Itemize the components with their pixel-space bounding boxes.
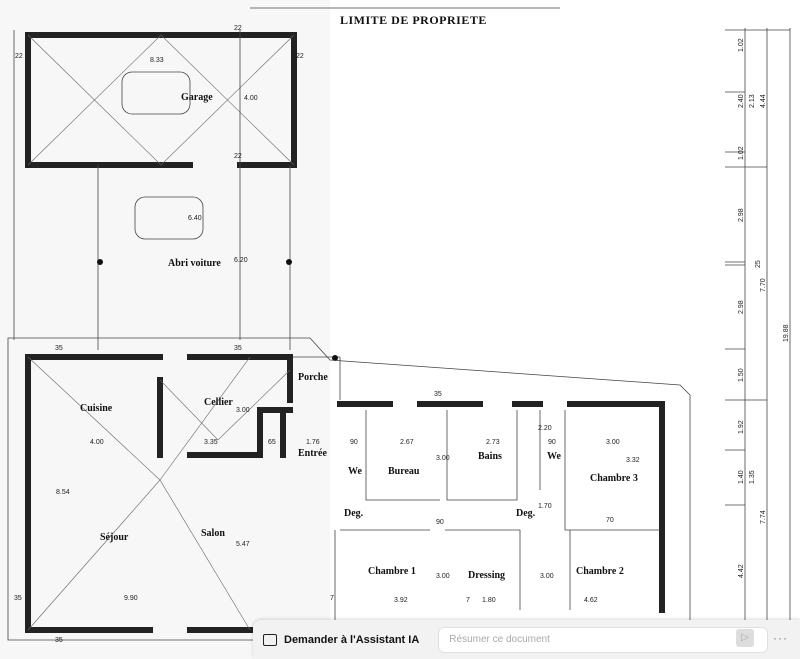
house-walls — [7, 337, 691, 641]
dim: 4.42 — [738, 564, 745, 578]
dim: 3.35 — [204, 439, 218, 446]
dim: 2.13 — [749, 94, 756, 108]
room-porche: Porche — [298, 372, 328, 383]
dim: 22 — [234, 153, 242, 160]
room-bains: Bains — [478, 451, 502, 462]
dim: 4.44 — [760, 94, 767, 108]
dim: 25 — [755, 260, 762, 268]
dim: 1.50 — [738, 368, 745, 382]
room-chambre-3: Chambre 3 — [590, 473, 638, 484]
dim: 1.02 — [738, 38, 745, 52]
room-chambre-2: Chambre 2 — [576, 566, 624, 577]
dim: 90 — [548, 439, 556, 446]
dim: 90 — [436, 519, 444, 526]
dim: 1.92 — [738, 420, 745, 434]
dim: 22 — [15, 53, 23, 60]
room-sejour: Séjour — [100, 532, 129, 543]
garage-walls — [13, 30, 297, 350]
plan-title: LIMITE DE PROPRIETE — [340, 13, 487, 27]
room-salon: Salon — [201, 528, 225, 539]
dim: 3.00 — [436, 455, 450, 462]
ai-chat-icon[interactable] — [263, 633, 277, 646]
room-labels: Garage Abri voiture Porche Cuisine Celli… — [80, 92, 638, 581]
dim: 1.02 — [738, 146, 745, 160]
side-dimension-labels: 1.02 2.40 2.13 4.44 1.02 2.98 25 7.70 2.… — [738, 38, 790, 578]
assistant-prompt-input[interactable] — [438, 626, 769, 653]
dim: 1.70 — [538, 503, 552, 510]
dim: 1.35 — [749, 470, 756, 484]
dim: 22 — [296, 53, 304, 60]
dim: 7.74 — [760, 510, 767, 524]
room-dressing: Dressing — [468, 570, 505, 581]
dim: 2.98 — [738, 208, 745, 222]
dim: 35 — [55, 637, 63, 644]
dim: 70 — [606, 517, 614, 524]
ask-assistant-button[interactable]: Demander à l'Assistant IA — [284, 633, 420, 646]
room-deg-1: Deg. — [344, 508, 364, 519]
dim: 2.20 — [538, 425, 552, 432]
dim: 3.00 — [236, 407, 250, 414]
send-icon[interactable]: ▷ — [736, 629, 754, 647]
dim: 2.40 — [738, 94, 745, 108]
dim: 22 — [234, 25, 242, 32]
dim: 1.76 — [306, 439, 320, 446]
dim: 3.00 — [606, 439, 620, 446]
dim: 35 — [234, 345, 242, 352]
assistant-bar: Demander à l'Assistant IA ▷ ··· — [253, 620, 800, 659]
room-bureau: Bureau — [388, 466, 420, 477]
dim: 8.54 — [56, 489, 70, 496]
dim: 3.92 — [394, 597, 408, 604]
room-wc-2: We — [547, 451, 561, 462]
dim: 1.40 — [738, 470, 745, 484]
room-garage: Garage — [181, 92, 213, 103]
dim: 2.67 — [400, 439, 414, 446]
room-chambre-1: Chambre 1 — [368, 566, 416, 577]
room-abri-voiture: Abri voiture — [168, 258, 221, 269]
dim: 90 — [350, 439, 358, 446]
dim: 8.33 — [150, 57, 164, 64]
dim: 6.20 — [234, 257, 248, 264]
dim: 7 — [466, 597, 470, 604]
dim: 5.47 — [236, 541, 250, 548]
room-deg-2: Deg. — [516, 508, 536, 519]
dim: 4.00 — [244, 95, 258, 102]
dim: 9.90 — [124, 595, 138, 602]
dim: 35 — [434, 391, 442, 398]
dim: 65 — [268, 439, 276, 446]
room-cellier: Cellier — [204, 397, 233, 408]
dim: 7 — [330, 595, 334, 602]
dim: 6.40 — [188, 215, 202, 222]
dim: 2.98 — [738, 300, 745, 314]
side-dimension-lines — [725, 28, 791, 620]
dim: 19.88 — [783, 324, 790, 342]
room-wc-1: We — [348, 466, 362, 477]
dim: 35 — [55, 345, 63, 352]
room-cuisine: Cuisine — [80, 403, 113, 414]
dim: 4.62 — [584, 597, 598, 604]
dim: 3.00 — [540, 573, 554, 580]
more-options-button[interactable]: ··· — [773, 631, 788, 645]
dim: 7.70 — [760, 278, 767, 292]
dimension-labels: 8.33 4.00 22 22 22 22 6.40 6.20 35 35 4.… — [14, 25, 640, 644]
dim: 4.00 — [90, 439, 104, 446]
dim: 1.80 — [482, 597, 496, 604]
dim: 2.73 — [486, 439, 500, 446]
room-entree: Entrée — [298, 448, 327, 459]
dim: 3.00 — [436, 573, 450, 580]
dim: 3.32 — [626, 457, 640, 464]
dim: 35 — [14, 595, 22, 602]
